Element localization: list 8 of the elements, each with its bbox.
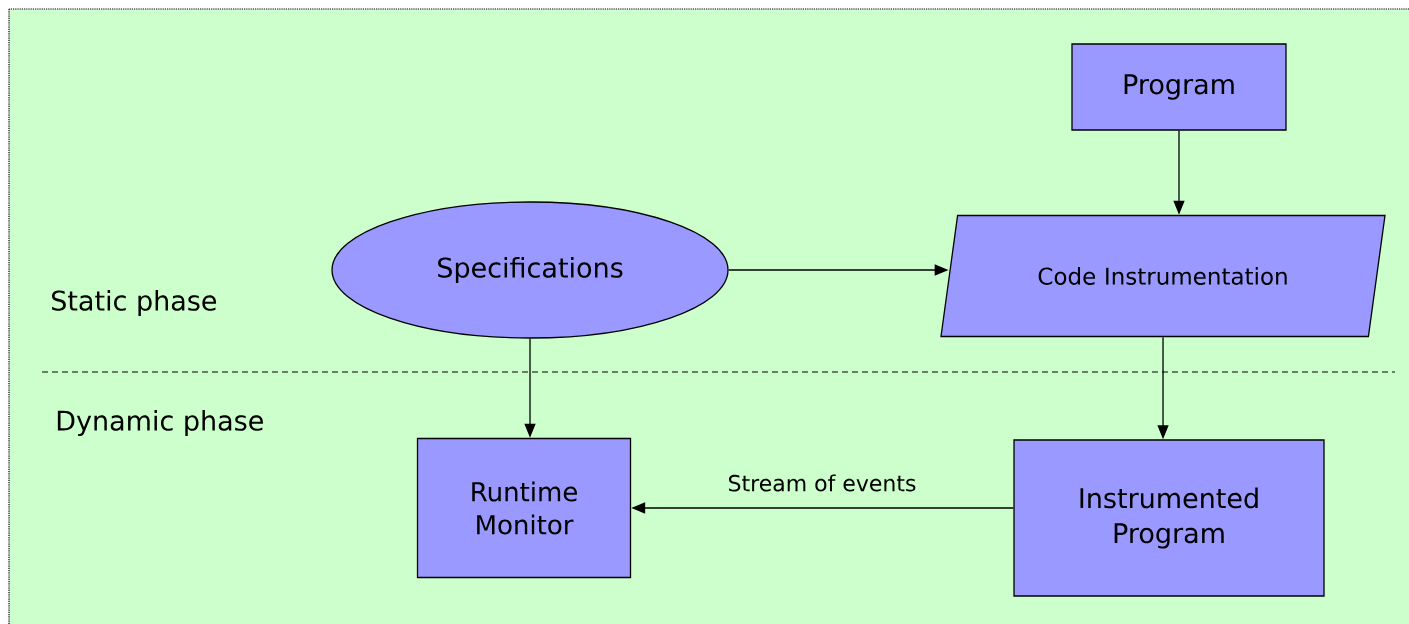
process-box: Program <box>1071 43 1287 131</box>
phase-label: Static phase <box>52 289 217 317</box>
parallelogram-node: Code Instrumentation <box>940 214 1386 338</box>
process-box: Instrumented Program <box>1013 439 1325 597</box>
edge-label: Stream of events <box>725 472 919 494</box>
phase-label: Dynamic phase <box>57 409 263 437</box>
ellipse-node: Specifications <box>331 201 729 339</box>
process-box: Runtime Monitor <box>416 437 632 579</box>
